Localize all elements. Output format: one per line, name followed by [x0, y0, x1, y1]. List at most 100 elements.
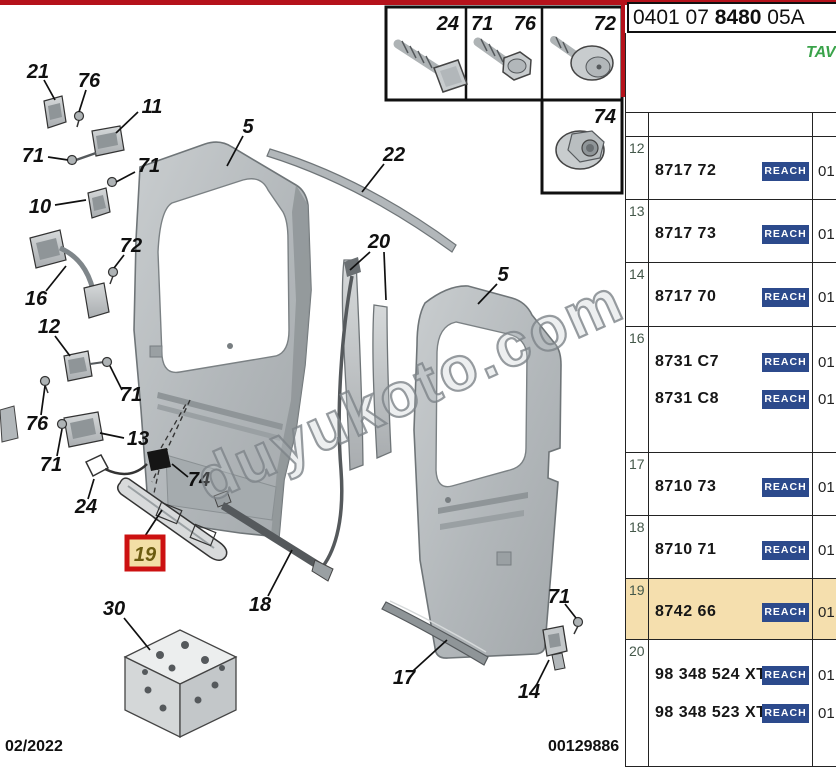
bolt-71-e [572, 616, 584, 635]
part-ref: 8717 72 [655, 162, 717, 179]
striker-14 [542, 625, 568, 671]
part-line: 8717 70 REACH 01 [625, 288, 836, 308]
clip-24 [84, 454, 148, 478]
callout-76: 76 [78, 70, 101, 92]
part-ref: 8731 C7 [655, 353, 719, 370]
callout-71: 71 [22, 145, 44, 167]
reach-badge[interactable]: REACH [762, 353, 809, 372]
part-line: 8710 71 REACH 01 [625, 541, 836, 561]
hinge-13 [0, 405, 104, 448]
qty-column-divider [812, 112, 813, 767]
fastener-box: 24 71 76 72 74 [384, 5, 624, 195]
reach-badge[interactable]: REACH [762, 704, 809, 723]
part-line: 98 348 523 XT REACH 01 [625, 704, 836, 724]
part-line: 8731 C7 REACH 01 [625, 353, 836, 373]
reach-badge[interactable]: REACH [762, 666, 809, 685]
highlighted-callout-19: 19 [124, 534, 166, 572]
callout-12: 12 [38, 316, 60, 338]
callout-19: 19 [134, 544, 157, 566]
top-red-border [0, 0, 836, 5]
bolt-72 [107, 266, 119, 285]
lower-seal-17 [381, 600, 489, 666]
part-qty: 01 [818, 354, 835, 371]
part-qty: 01 [818, 226, 835, 243]
part-line: 8731 C8 REACH 01 [625, 390, 836, 410]
bolt-71-a [66, 154, 78, 166]
callout-5: 5 [497, 264, 509, 286]
table-top-border [625, 112, 836, 113]
callout-71: 71 [138, 155, 160, 177]
reach-badge[interactable]: REACH [762, 478, 809, 497]
fastener-label-71: 71 [471, 13, 493, 35]
part-line: 8717 72 REACH 01 [625, 162, 836, 182]
table-row-17[interactable]: 17 8710 73 REACH 01 [625, 452, 836, 515]
reach-badge[interactable]: REACH [762, 162, 809, 181]
row-number: 12 [629, 140, 645, 156]
bolt-76-top [73, 110, 85, 128]
row-number: 17 [629, 456, 645, 472]
callout-74: 74 [188, 469, 210, 491]
fastener-label-24: 24 [436, 13, 459, 35]
part-qty: 01 [818, 667, 835, 684]
hinge-21 [43, 95, 67, 129]
part-ref: 98 348 524 XT [655, 666, 767, 683]
reach-badge[interactable]: REACH [762, 603, 809, 622]
roof-seal-strip [266, 148, 457, 253]
reach-badge[interactable]: REACH [762, 225, 809, 244]
callout-76: 76 [26, 413, 49, 435]
part-qty: 01 [818, 391, 835, 408]
part-qty: 01 [818, 479, 835, 496]
part-qty: 01 [818, 289, 835, 306]
fastener-label-72: 72 [594, 13, 616, 35]
callout-22: 22 [382, 144, 405, 166]
callout-24: 24 [74, 496, 97, 518]
reach-badge[interactable]: REACH [762, 288, 809, 307]
callout-10: 10 [29, 196, 51, 218]
door-check-11 [75, 125, 125, 162]
callout-71: 71 [548, 586, 570, 608]
part-ref: 8710 71 [655, 541, 717, 558]
flange-nut-74-drawing [555, 130, 605, 170]
row-number: 18 [629, 519, 645, 535]
document-number: 00129886 [548, 738, 620, 755]
hinge-10 [87, 187, 111, 219]
table-row-14[interactable]: 14 8717 70 REACH 01 [625, 262, 836, 326]
table-row-16[interactable]: 16 8731 C7 REACH 01 8731 C8 REACH 01 [625, 326, 836, 452]
square-head-bolt-24-drawing [393, 39, 468, 93]
part-qty: 01 [818, 705, 835, 722]
reach-badge[interactable]: REACH [762, 390, 809, 409]
row-number: 19 [629, 582, 645, 598]
row-number: 13 [629, 203, 645, 219]
row-number: 14 [629, 266, 645, 282]
table-row-12[interactable]: 12 8717 72 REACH 01 [625, 136, 836, 199]
callout-30: 30 [103, 598, 125, 620]
right-door [413, 285, 562, 659]
bolt-71-c [101, 356, 113, 368]
part-ref: 8710 73 [655, 478, 717, 495]
bolt-76-b [39, 375, 51, 394]
part-ref: 8717 73 [655, 225, 717, 242]
code-suffix: 05A [761, 6, 805, 29]
part-qty: 01 [818, 604, 835, 621]
callout-71: 71 [120, 384, 142, 406]
code-prefix: 0401 07 [633, 6, 715, 29]
callout-labels: 21 76 11 71 71 10 72 16 12 71 76 13 71 7… [22, 61, 570, 703]
reach-badge[interactable]: REACH [762, 541, 809, 560]
callout-13: 13 [127, 428, 149, 450]
callout-72: 72 [120, 235, 142, 257]
panel-divider-red [621, 0, 625, 97]
part-line: 8717 73 REACH 01 [625, 225, 836, 245]
part-ref: 98 348 523 XT [655, 704, 767, 721]
table-row-18[interactable]: 18 8710 71 REACH 01 [625, 515, 836, 578]
part-line: 8710 73 REACH 01 [625, 478, 836, 498]
table-row-13[interactable]: 13 8717 73 REACH 01 [625, 199, 836, 262]
table-row-19-selected[interactable]: 19 8742 66 REACH 01 [625, 578, 836, 639]
callout-21: 21 [26, 61, 49, 83]
part-line: 8742 66 REACH 01 [625, 603, 836, 623]
number-column-divider [648, 112, 649, 767]
callout-17: 17 [393, 667, 416, 689]
callout-5: 5 [242, 116, 254, 138]
table-row-20[interactable]: 20 98 348 524 XT REACH 01 98 348 523 XT … [625, 639, 836, 767]
left-door [133, 141, 312, 538]
